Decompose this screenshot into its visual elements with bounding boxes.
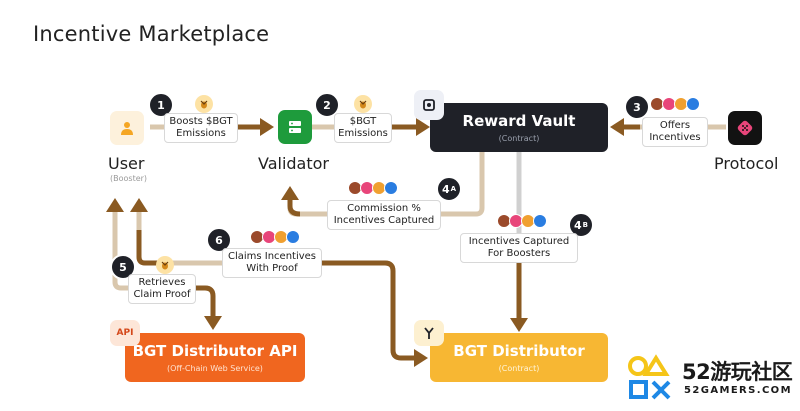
vault-icon — [414, 90, 444, 120]
step-2-badge: 2 — [314, 92, 340, 118]
user-sublabel: (Booster) — [110, 174, 148, 183]
step-4a-label: Commission % Incentives Captured — [327, 200, 441, 230]
reward-vault-label: Reward Vault — [462, 112, 576, 130]
api-badge: API — [110, 320, 140, 346]
page-title: Incentive Marketplace — [33, 22, 270, 46]
bee-icon — [195, 95, 213, 113]
user-node-icon — [110, 111, 144, 145]
reward-vault-box: Reward Vault (Contract) — [430, 103, 608, 152]
step-1-label: Boosts $BGT Emissions — [164, 113, 238, 143]
step-6-label: Claims Incentives With Proof — [222, 248, 322, 278]
bgt-distributor-sublabel: (Contract) — [498, 364, 540, 373]
validator-node-icon — [278, 110, 312, 144]
watermark-brand: 52游玩社区 — [682, 360, 793, 384]
bgt-distributor-api-label: BGT Distributor API — [132, 342, 298, 360]
step-4b-label: Incentives Captured For Boosters — [460, 233, 578, 263]
server-icon — [289, 121, 301, 133]
split-icon — [424, 327, 434, 339]
user-label: User — [108, 154, 145, 173]
bgt-distributor-api-box: BGT Distributor API (Off-Chain Web Servi… — [125, 333, 305, 382]
step-3-label: Offers Incentives — [642, 117, 708, 147]
protocol-logo-icon — [737, 120, 753, 136]
step-3-badge: 3 — [624, 94, 650, 120]
step-1-badge: 1 — [148, 92, 174, 118]
step-2-label: $BGT Emissions — [334, 113, 392, 143]
incentive-tokens-icon — [497, 214, 547, 230]
protocol-node-icon — [728, 111, 762, 145]
watermark-site: 52GAMERS.COM — [684, 385, 792, 396]
bgt-distributor-label: BGT Distributor — [453, 342, 585, 360]
step-6-badge: 6 — [206, 227, 232, 253]
incentive-tokens-icon — [348, 181, 398, 197]
incentive-tokens-icon — [650, 97, 700, 113]
validator-label: Validator — [258, 154, 329, 173]
watermark-logo-icon — [626, 354, 676, 402]
person-icon — [121, 122, 133, 135]
step-5-label: Retrieves Claim Proof — [128, 274, 196, 304]
bgt-distributor-api-sublabel: (Off-Chain Web Service) — [167, 364, 263, 373]
reward-vault-sublabel: (Contract) — [498, 134, 540, 143]
incentive-tokens-icon — [250, 230, 300, 246]
split-icon-box — [414, 320, 444, 346]
bgt-distributor-box: BGT Distributor (Contract) — [430, 333, 608, 382]
bee-icon — [156, 256, 174, 274]
bee-icon — [354, 95, 372, 113]
protocol-label: Protocol — [714, 154, 779, 173]
api-badge-text: API — [116, 328, 134, 338]
